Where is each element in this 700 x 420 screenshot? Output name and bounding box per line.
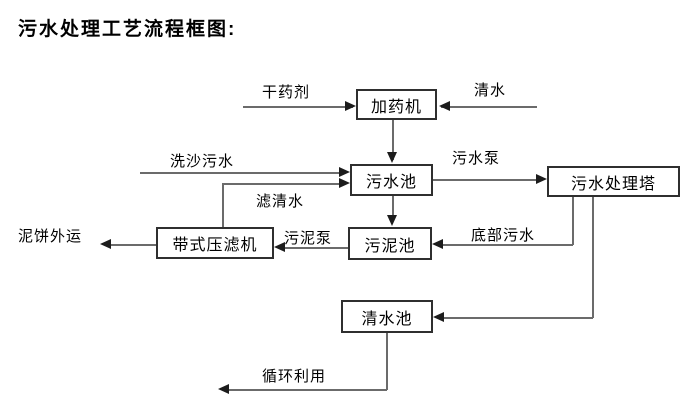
mud-cake-label: 泥饼外运 xyxy=(18,228,83,245)
mud-cake-arrow xyxy=(100,239,111,249)
sludge-pump-line xyxy=(280,247,348,249)
bottom-sewage-drop xyxy=(572,197,574,245)
sewage-to-sludge-line xyxy=(392,196,394,221)
recycle-arrow xyxy=(218,384,229,394)
bottom-sewage-line xyxy=(438,244,573,246)
sewage-treatment-tower-box: 污水处理塔 xyxy=(547,166,680,197)
sludge-pool-box: 污泥池 xyxy=(348,227,432,260)
clean-water-pool-box: 清水池 xyxy=(341,300,433,333)
sewage-pool-box: 污水池 xyxy=(350,164,433,196)
belt-filter-press-box: 带式压滤机 xyxy=(156,227,274,259)
dosing-to-sewage-line xyxy=(392,120,394,160)
sand-washing-arrow xyxy=(339,167,350,177)
sand-washing-line xyxy=(140,172,344,174)
tower-to-clean-drop xyxy=(592,197,594,318)
tower-to-clean-arrow xyxy=(433,312,444,322)
filtered-water-arrow xyxy=(339,178,350,188)
sludge-pump-arrow xyxy=(274,242,285,252)
clean-water-label: 清水 xyxy=(474,82,507,99)
filtered-water-label: 滤清水 xyxy=(256,193,305,210)
tower-to-clean-line xyxy=(439,317,593,319)
sewage-to-sludge-arrow xyxy=(387,215,397,226)
dry-chemical-line xyxy=(243,106,353,108)
dry-chemical-arrow xyxy=(345,101,356,111)
bottom-sewage-arrow xyxy=(432,239,443,249)
clean-water-arrow xyxy=(439,101,450,111)
sewage-pump-line xyxy=(433,179,541,181)
filtered-water-riser xyxy=(222,183,224,227)
clean-to-recycle-drop xyxy=(386,333,388,390)
clean-water-line xyxy=(441,106,537,108)
dosing-machine-box: 加药机 xyxy=(356,89,437,120)
page-title: 污水处理工艺流程框图: xyxy=(18,19,237,40)
dosing-to-sewage-arrow xyxy=(387,152,397,163)
recycle-line xyxy=(224,389,387,391)
sludge-pump-label: 污泥泵 xyxy=(284,230,333,247)
recycle-label: 循环利用 xyxy=(262,368,327,385)
mud-cake-line xyxy=(106,244,156,246)
sand-washing-label: 洗沙污水 xyxy=(170,153,235,170)
sewage-pump-label: 污水泵 xyxy=(452,150,501,167)
dry-chemical-label: 干药剂 xyxy=(262,84,311,101)
sewage-pump-arrow xyxy=(536,174,547,184)
bottom-sewage-label: 底部污水 xyxy=(471,227,536,244)
filtered-water-line xyxy=(222,183,344,185)
